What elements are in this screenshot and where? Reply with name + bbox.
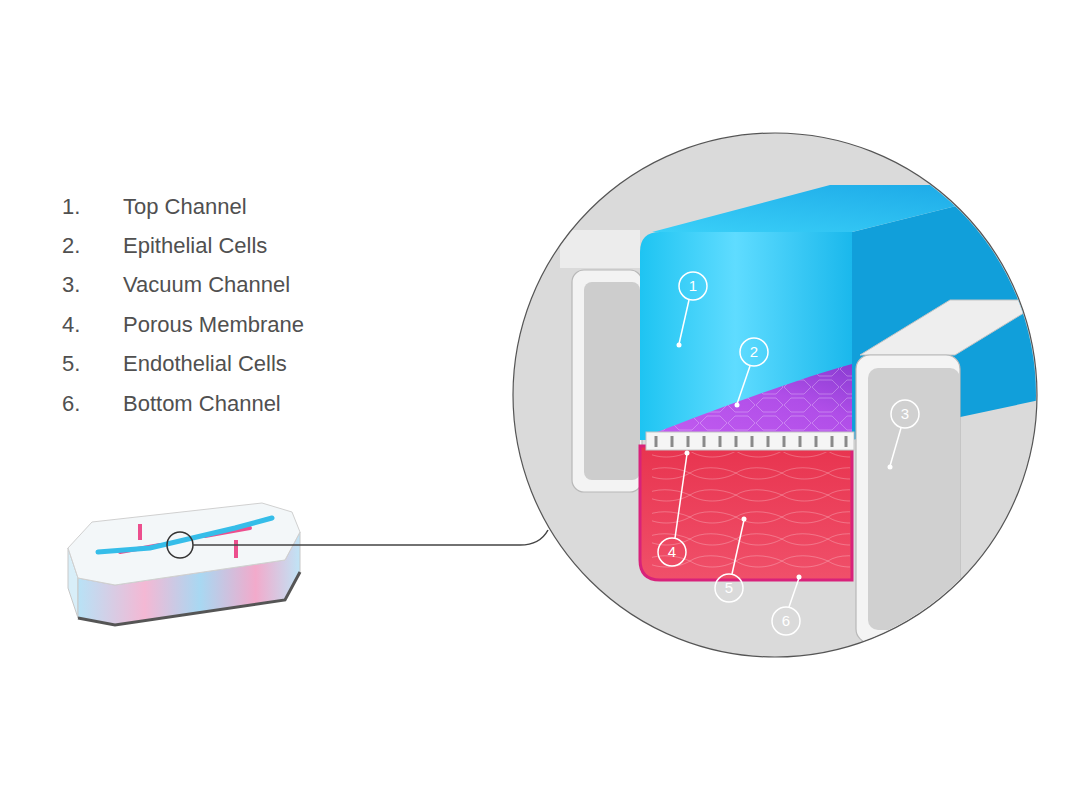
list-name: Top Channel bbox=[123, 194, 247, 220]
endothelial-cells bbox=[652, 452, 850, 570]
chip-device bbox=[68, 503, 300, 625]
callout-dot bbox=[797, 575, 802, 580]
vacuum-channel-wall bbox=[560, 230, 640, 268]
callout-dot bbox=[735, 403, 740, 408]
callout-leader bbox=[732, 520, 744, 574]
chip-top bbox=[68, 503, 300, 585]
zoom-marker bbox=[167, 532, 193, 558]
list-name: Endothelial Cells bbox=[123, 351, 287, 377]
epithelial-cells-texture bbox=[652, 364, 852, 434]
callout-number: 5 bbox=[719, 579, 739, 597]
callout-circle bbox=[658, 538, 686, 566]
chip-channel-top bbox=[98, 518, 272, 552]
list-name: Epithelial Cells bbox=[123, 233, 267, 259]
callout-number: 3 bbox=[895, 405, 915, 423]
top-channel bbox=[640, 232, 852, 440]
list-number: 6. bbox=[62, 391, 80, 417]
callout-number: 4 bbox=[662, 543, 682, 561]
callout-number: 2 bbox=[744, 343, 764, 361]
bottom-channel bbox=[640, 446, 852, 580]
vacuum-channel-top bbox=[860, 300, 1045, 355]
callout-circle bbox=[891, 400, 919, 428]
callout-dot bbox=[888, 465, 893, 470]
vacuum-channel bbox=[856, 355, 960, 643]
list-name: Porous Membrane bbox=[123, 312, 304, 338]
callout-leader bbox=[679, 300, 689, 344]
callout-dots bbox=[677, 343, 893, 580]
callout-number: 6 bbox=[776, 612, 796, 630]
callout-circle bbox=[740, 338, 768, 366]
callout-leader bbox=[675, 454, 687, 538]
list-number: 4. bbox=[62, 312, 80, 338]
chip-inlet bbox=[138, 524, 142, 540]
cross-section bbox=[560, 185, 1045, 643]
list-name: Bottom Channel bbox=[123, 391, 281, 417]
callout-leaders bbox=[658, 272, 919, 635]
list-number: 3. bbox=[62, 272, 80, 298]
callout-dot bbox=[742, 517, 747, 522]
list-name: Vacuum Channel bbox=[123, 272, 290, 298]
top-channel-top bbox=[652, 185, 1040, 232]
list-number: 1. bbox=[62, 194, 80, 220]
epithelial-cells bbox=[652, 364, 852, 434]
vacuum-channel bbox=[572, 270, 642, 492]
vacuum-channel-opening bbox=[584, 282, 640, 480]
callout-leader bbox=[789, 578, 799, 607]
list-number: 5. bbox=[62, 351, 80, 377]
chip-inlet bbox=[234, 540, 238, 558]
callout-circle bbox=[679, 272, 707, 300]
callout-dot bbox=[685, 451, 690, 456]
callout-number: 1 bbox=[683, 277, 703, 295]
callout-dot bbox=[677, 343, 682, 348]
membrane-pores bbox=[656, 436, 846, 447]
porous-membrane bbox=[646, 432, 854, 450]
list-number: 2. bbox=[62, 233, 80, 259]
callout-circle bbox=[772, 607, 800, 635]
zoom-leader bbox=[193, 530, 548, 545]
callout-circle bbox=[715, 574, 743, 602]
callout-leader bbox=[890, 428, 901, 466]
vacuum-channel-opening bbox=[868, 368, 960, 630]
callout-leader bbox=[737, 366, 750, 404]
